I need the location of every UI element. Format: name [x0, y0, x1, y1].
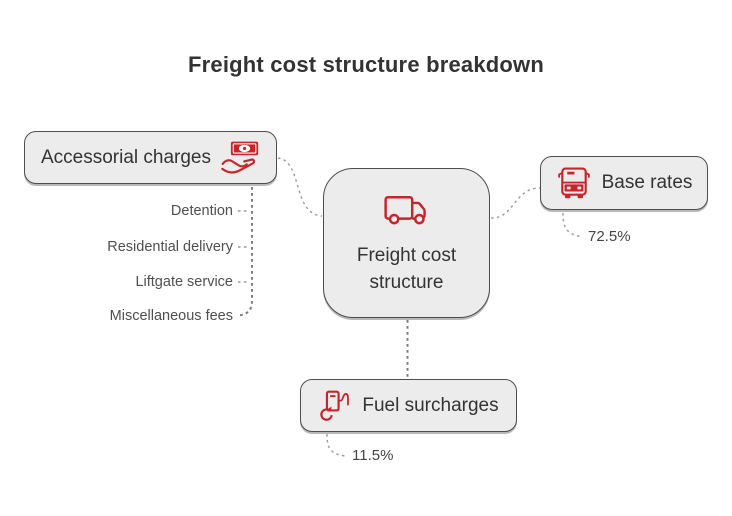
base-rates-label: Base rates [601, 172, 693, 193]
money-hand-icon [220, 140, 260, 176]
connector-fuel-percent [326, 433, 346, 457]
node-accessorial-charges[interactable]: Accessorial charges [24, 131, 277, 184]
child-label-miscellaneous-fees: Miscellaneous fees [109, 308, 233, 324]
fuel-surcharges-percentage: 11.5% [352, 447, 394, 464]
child-label-detention: Detention [170, 203, 233, 219]
fuel-surcharges-label: Fuel surcharges [362, 394, 499, 416]
child-label-liftgate-service: Liftgate service [135, 274, 233, 290]
connector-accessorial-children-spine [237, 187, 253, 317]
base-rates-percentage: 72.5% [588, 228, 631, 245]
page-title: Freight cost structure breakdown [187, 52, 544, 77]
node-fuel-surcharges[interactable]: Fuel surcharges [300, 379, 517, 432]
fuel-pump-icon [318, 387, 352, 425]
bus-icon [556, 165, 592, 201]
node-base-rates[interactable]: Base rates [540, 156, 708, 210]
node-freight-cost-structure[interactable]: Freight cost structure [323, 168, 490, 318]
accessorial-charges-label: Accessorial charges [40, 146, 212, 168]
connector-accessorial-center [277, 157, 323, 217]
truck-icon [383, 192, 431, 230]
freight-cost-structure-label: Freight cost structure [356, 244, 457, 293]
child-label-residential-delivery: Residential delivery [107, 239, 233, 255]
connector-center-base [490, 187, 541, 219]
connector-base-percent [562, 212, 582, 238]
